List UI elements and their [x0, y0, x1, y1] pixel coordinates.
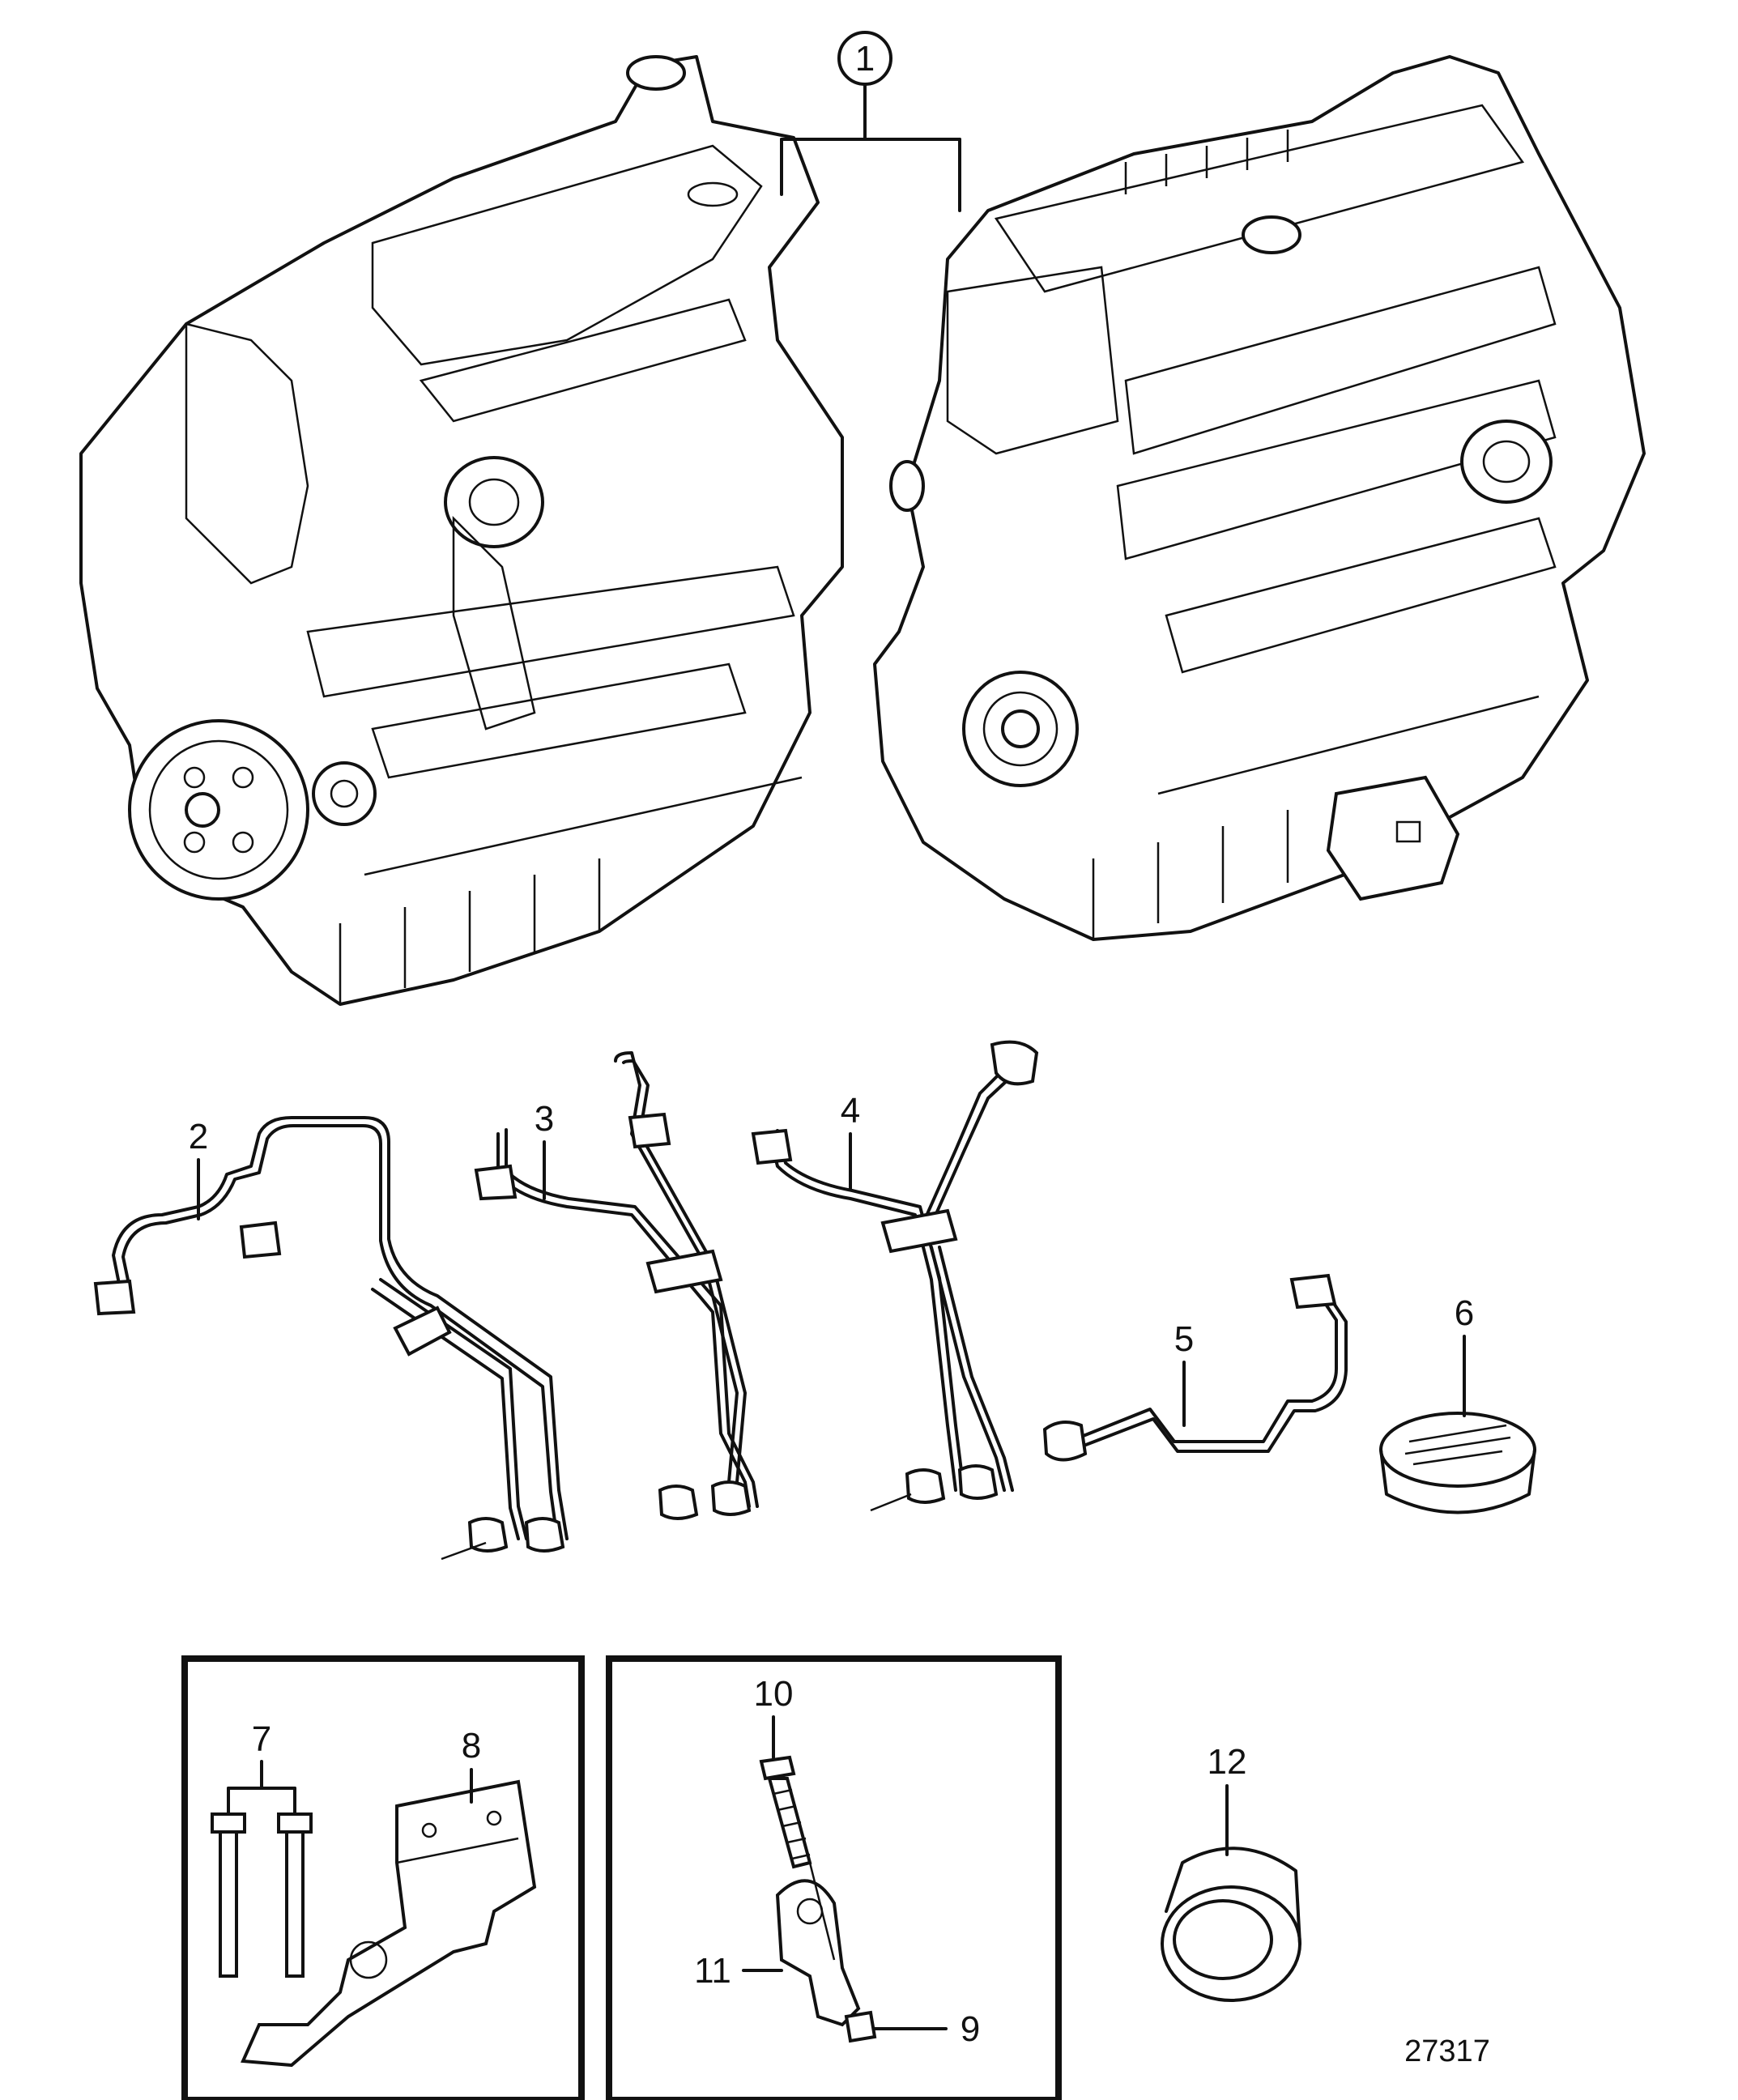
- kit-box-7-8: [181, 1655, 585, 2100]
- callout-label-6: 6: [1455, 1293, 1474, 1333]
- kit-box-9-10-11: [606, 1655, 1062, 2100]
- bracket-8: [241, 1779, 537, 2068]
- drawing-number: 27317: [1404, 2034, 1490, 2068]
- callout-label-7: 7: [252, 1719, 271, 1759]
- clamp-11: [775, 1862, 861, 2027]
- fuel-pipe-5: [1042, 1273, 1348, 1462]
- callout-label-3: 3: [535, 1099, 554, 1139]
- bolt-10: [759, 1755, 812, 1869]
- injection-pipe-2: [93, 1116, 569, 1561]
- sleeve-12: [1161, 1847, 1301, 2002]
- callout-label-8: 8: [462, 1726, 481, 1766]
- callout-label-4: 4: [841, 1091, 860, 1131]
- callout-1-circle: [837, 31, 892, 86]
- injection-pipe-4: [751, 1040, 1039, 1512]
- callout-1-leader: [780, 83, 961, 212]
- callout-label-11: 11: [694, 1951, 731, 1991]
- injection-pipe-3: [474, 1051, 759, 1520]
- engine-rear-view: [873, 55, 1646, 941]
- callout-label-12: 12: [1208, 1742, 1247, 1782]
- oil-filler-cap-6: [1379, 1412, 1536, 1514]
- callout-label-5: 5: [1174, 1319, 1194, 1359]
- bolts-7: [211, 1760, 313, 1978]
- nut-9: [844, 2010, 877, 2043]
- engine-front-view: [79, 55, 844, 1006]
- callout-label-10: 10: [754, 1674, 794, 1714]
- callout-label-1: 1: [855, 39, 875, 79]
- callout-label-2: 2: [189, 1117, 208, 1156]
- callout-label-9: 9: [961, 2009, 980, 2049]
